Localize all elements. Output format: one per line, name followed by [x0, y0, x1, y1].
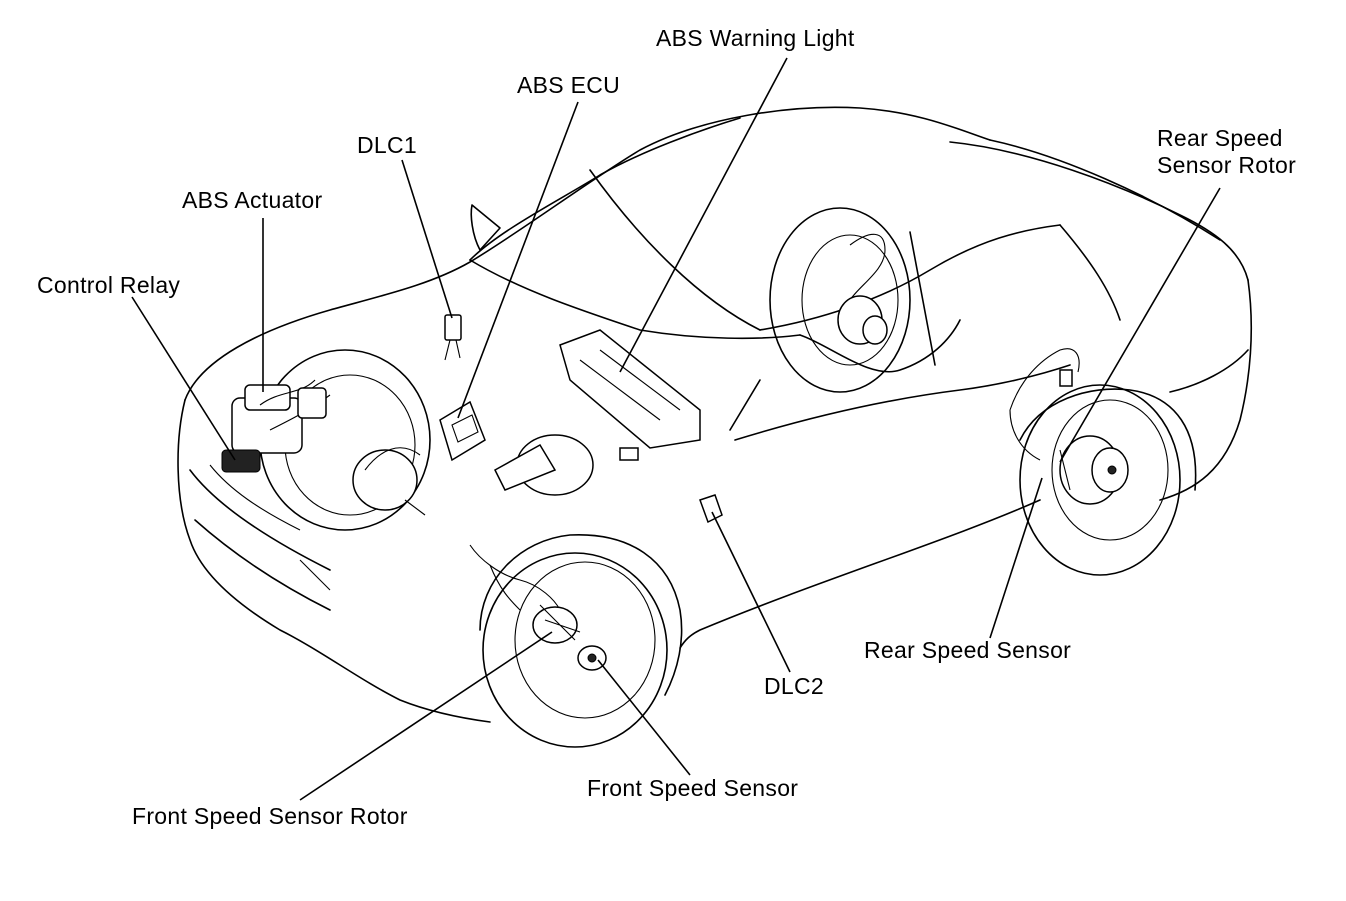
label-abs-warning-light: ABS Warning Light	[656, 25, 855, 51]
car-body	[177, 106, 1253, 748]
label-front-speed-sensor: Front Speed Sensor	[587, 775, 799, 801]
dlc1-connector	[444, 314, 462, 361]
dashboard-instrument-cluster	[559, 329, 701, 461]
leader-lines	[131, 57, 1221, 801]
label-rear-speed-sensor-rotor-line2: Sensor Rotor	[1157, 152, 1297, 178]
front-speed-sensor-assembly	[469, 544, 607, 671]
label-front-speed-sensor-rotor: Front Speed Sensor Rotor	[132, 803, 408, 829]
label-abs-ecu: ABS ECU	[517, 72, 621, 98]
label-dlc2: DLC2	[764, 673, 825, 699]
rear-far-brake-assembly	[837, 233, 888, 345]
abs-actuator-assembly	[221, 379, 331, 473]
dlc2-connector	[699, 494, 723, 524]
label-rear-speed-sensor-rotor-line1: Rear Speed	[1157, 125, 1283, 151]
label-rear-speed-sensor: Rear Speed Sensor	[864, 637, 1072, 663]
ecu-module	[439, 400, 486, 462]
label-dlc1: DLC1	[357, 132, 418, 158]
label-control-relay: Control Relay	[37, 272, 181, 298]
brake-booster	[352, 434, 594, 516]
label-abs-actuator: ABS Actuator	[182, 187, 323, 213]
rear-speed-sensor-assembly	[1009, 348, 1129, 505]
